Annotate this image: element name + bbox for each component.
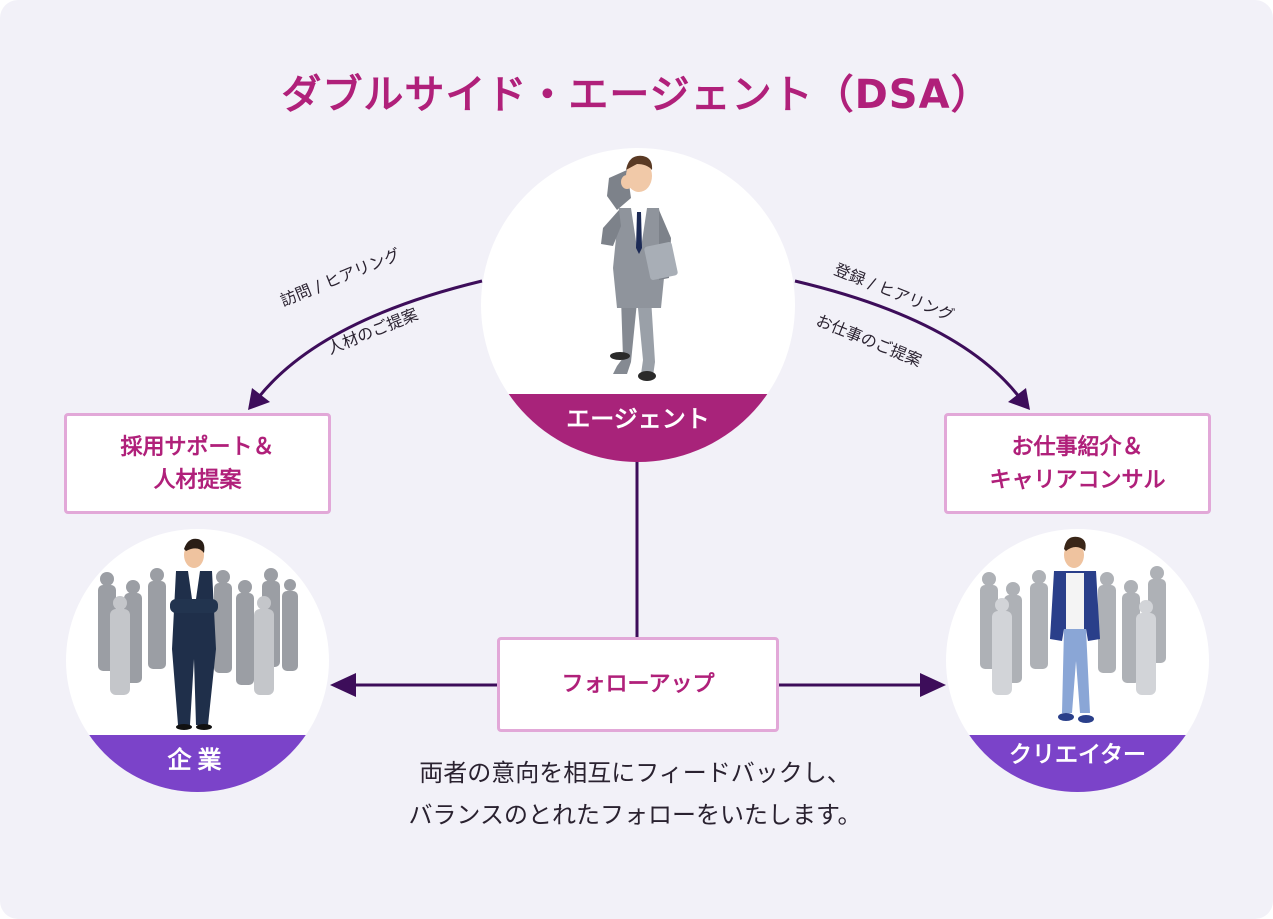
- follow-up-label: フォローアップ: [561, 672, 715, 697]
- company-circle: 企業: [66, 529, 329, 792]
- left-horizontal-arrowhead: [330, 673, 356, 697]
- right-horizontal-arrowhead: [920, 673, 946, 697]
- creator-group-icon: [980, 536, 1166, 723]
- business-team-icon: [98, 538, 298, 730]
- businessman-phone-icon: [601, 155, 678, 381]
- creator-circle: クリエイター: [946, 529, 1209, 792]
- recruitment-support-box: 採用サポート＆ 人材提案: [64, 413, 331, 514]
- job-introduction-box: お仕事紹介＆ キャリアコンサル: [944, 413, 1211, 514]
- left-curved-arrow: [256, 279, 483, 399]
- job-introduction-line2: キャリアコンサル: [989, 467, 1166, 493]
- company-band: 企業: [66, 735, 329, 792]
- creator-label: クリエイター: [1008, 742, 1147, 768]
- company-label: 企業: [167, 746, 228, 774]
- left-curved-arrowhead: [248, 388, 270, 410]
- follow-up-box: フォローアップ: [497, 637, 779, 732]
- agent-circle: エージェント: [481, 148, 795, 462]
- recruitment-support-line1: 採用サポート＆: [120, 434, 275, 460]
- right-curved-arrowhead: [1008, 388, 1030, 410]
- description-line-2: バランスのとれたフォローをいたします。: [408, 801, 862, 829]
- job-introduction-line1: お仕事紹介＆: [1011, 434, 1144, 460]
- creator-band: クリエイター: [946, 735, 1209, 792]
- follow-up-description: 両者の意向を相互にフィードバックし、 バランスのとれたフォローをいたします。: [370, 752, 900, 836]
- agent-label: エージェント: [566, 405, 710, 433]
- recruitment-support-line2: 人材提案: [153, 467, 242, 493]
- diagram-title: ダブルサイド・エージェント（DSA）: [281, 72, 992, 118]
- right-curved-arrow: [794, 279, 1022, 399]
- agent-band: エージェント: [481, 394, 795, 462]
- description-line-1: 両者の意向を相互にフィードバックし、: [419, 759, 851, 787]
